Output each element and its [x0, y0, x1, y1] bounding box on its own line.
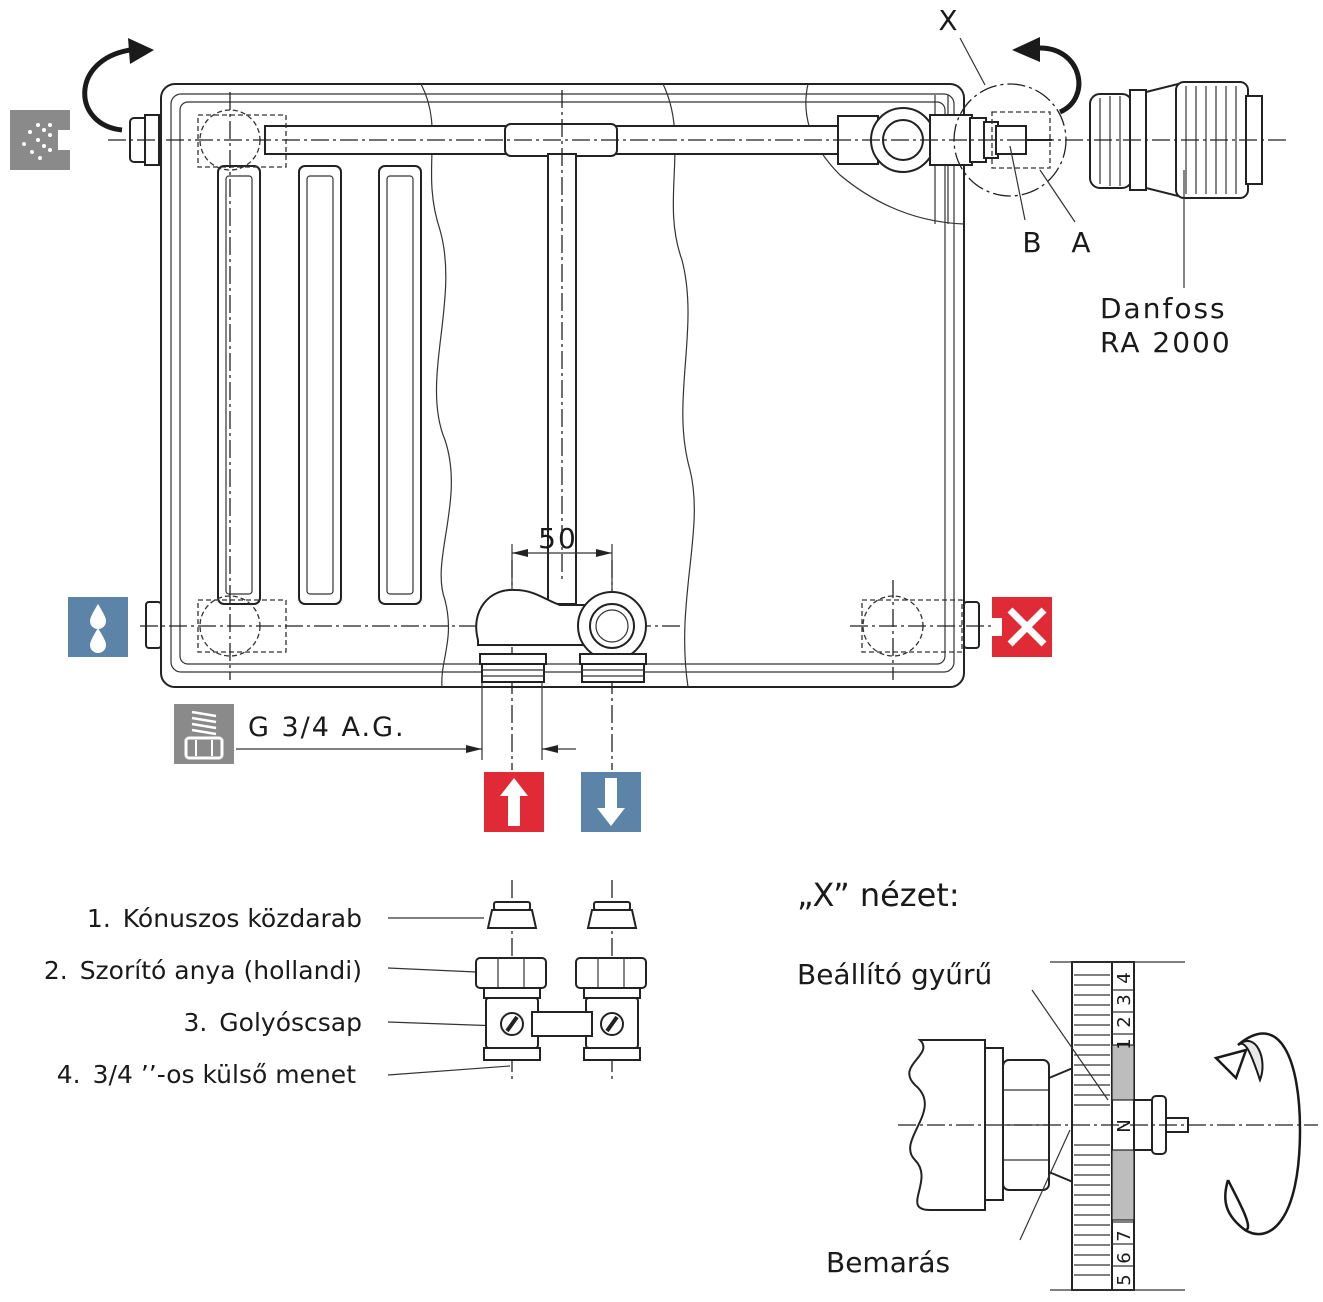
detail-x-label: X [938, 4, 957, 37]
dimension-50: 50 [511, 522, 613, 590]
thread-dimension: G 3/4 A.G. [236, 682, 576, 760]
threaded-connection-icon [174, 704, 234, 764]
air-vent-icon [10, 110, 70, 170]
detail-a-label: A [1071, 226, 1090, 259]
return-down-arrow-icon [581, 772, 641, 832]
x-view-detail: 4 3 2 1 N 7 6 5 [898, 961, 1318, 1291]
rotate-arrow-left-icon [82, 38, 154, 133]
hidden-connections [197, 109, 963, 657]
rotate-arrow-right-icon [1012, 37, 1082, 115]
flow-up-arrow-icon [484, 772, 544, 832]
water-drain-icon [68, 597, 128, 657]
thermostat-label-line2: RA 2000 [1100, 326, 1232, 359]
dimension-label: 50 [538, 522, 578, 555]
scale-number-7: 7 [1114, 1230, 1135, 1241]
scale-number-n: N [1114, 1119, 1135, 1132]
part-1-label: 1.Kónuszos közdarab [87, 904, 362, 933]
scale-number-2: 2 [1114, 1016, 1135, 1027]
detail-b-label: B [1022, 226, 1041, 259]
scale-number-4: 4 [1114, 972, 1135, 983]
scale-number-3: 3 [1114, 994, 1135, 1005]
thermostat-head [1089, 81, 1263, 288]
scale-number-1: 1 [1114, 1038, 1135, 1049]
part-3-label: 3.Golyóscsap [183, 1008, 362, 1037]
rotate-ring-arrow-icon [1213, 1032, 1302, 1236]
convector-channels [217, 165, 422, 605]
view-title: „X” nézet: [797, 876, 960, 914]
detail-callout: X B A [938, 4, 1090, 259]
scale-number-5: 5 [1114, 1274, 1135, 1285]
part-2-label: 2.Szorító anya (hollandi) [44, 956, 362, 985]
parts-list: 1.Kónuszos közdarab 2.Szorító anya (holl… [44, 904, 511, 1089]
setting-ring-label: Beállító gyűrű [797, 958, 992, 991]
part-4-label: 4.3/4 ’’-os külső menet [57, 1060, 356, 1089]
scale-number-6: 6 [1114, 1252, 1135, 1263]
blind-plug-icon [992, 597, 1052, 657]
bottom-connection-block [475, 588, 647, 683]
milling-label: Bemarás [826, 1246, 950, 1279]
thread-label: G 3/4 A.G. [248, 712, 406, 743]
exploded-fittings [475, 901, 647, 1061]
ring-knurling [1074, 974, 1110, 1276]
thermostat-label-line1: Danfoss [1100, 292, 1227, 325]
